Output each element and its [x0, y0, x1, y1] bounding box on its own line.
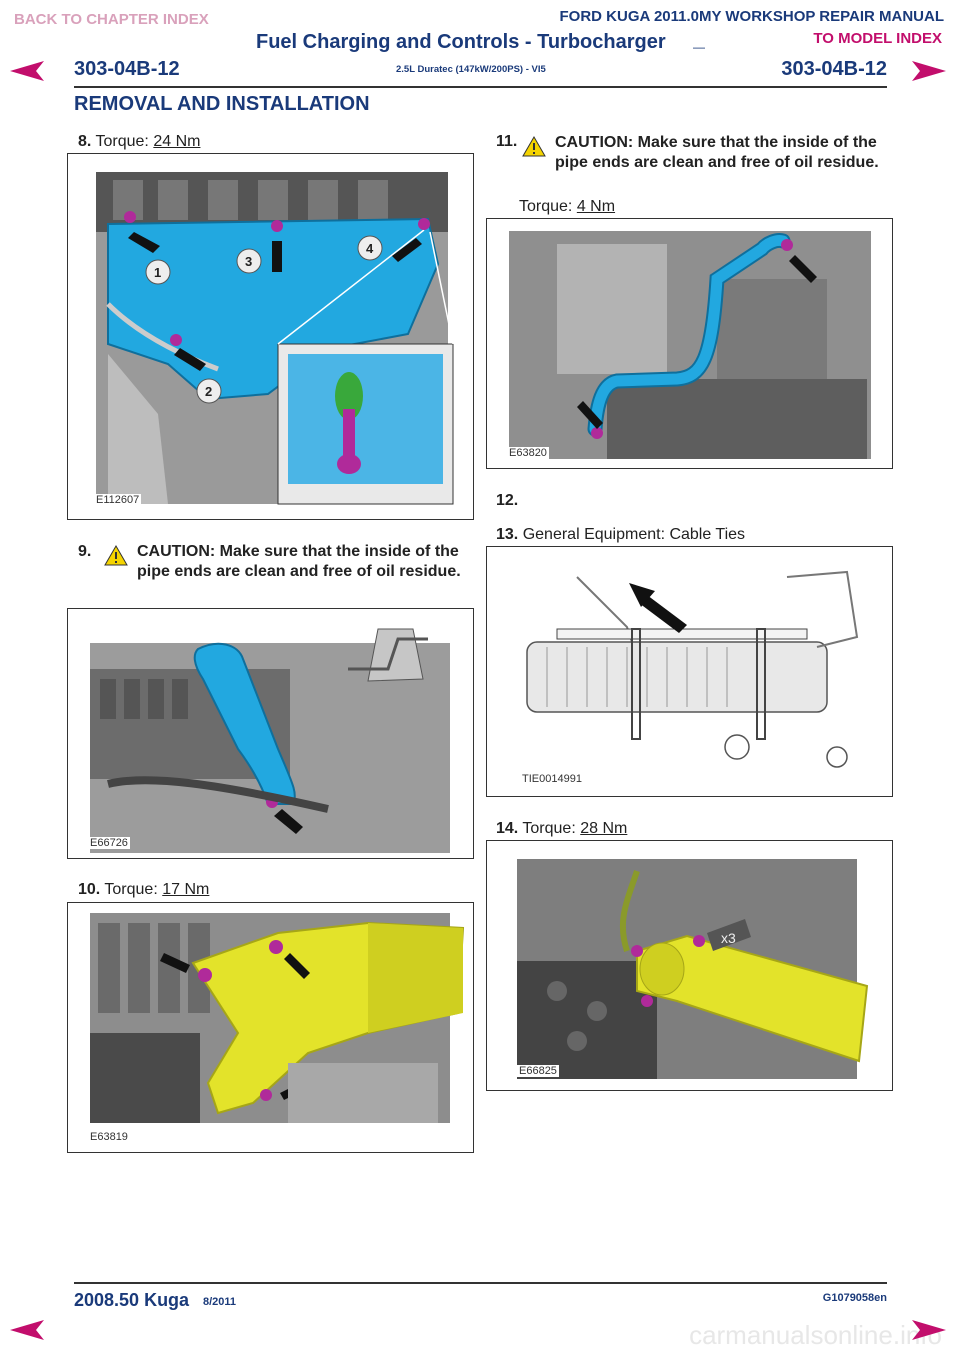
step-13: 13. General Equipment: Cable Ties [496, 526, 746, 543]
intake-pipe-illustration [90, 628, 450, 853]
callout-2: 2 [205, 384, 212, 399]
torque-value-link[interactable]: 24 Nm [153, 133, 201, 150]
torque-value-link[interactable]: 28 Nm [580, 820, 628, 837]
footer-doc-code: G1079058en [822, 1292, 887, 1304]
torque-value-link[interactable]: 17 Nm [162, 881, 210, 898]
procedure-heading: REMOVAL AND INSTALLATION [74, 93, 370, 115]
step-number: 8. [78, 133, 92, 150]
manual-title: FORD KUGA 2011.0MY WORKSHOP REPAIR MANUA… [559, 8, 945, 25]
to-model-index-link[interactable]: TO MODEL INDEX [813, 30, 942, 47]
header-divider [74, 86, 887, 88]
step-11-torque: Torque: 4 Nm [519, 198, 616, 215]
watermark: carmanualsonline.info [689, 1320, 942, 1350]
section-title-dash: — [693, 40, 705, 54]
back-to-chapter-index-link[interactable]: BACK TO CHAPTER INDEX [14, 11, 209, 28]
next-page-arrow-icon[interactable] [908, 59, 948, 83]
callout-3: 3 [245, 254, 252, 269]
step-11-caution: CAUTION: Make sure that the inside of th… [555, 134, 879, 171]
figure-intake-pipe: E66726 [67, 608, 474, 859]
figure-downpipe: x3 E66825 [486, 840, 893, 1091]
caution-warning-icon [104, 545, 128, 566]
step-9-number: 9. [78, 543, 92, 560]
section-title: Fuel Charging and Controls - Turbocharge… [256, 31, 666, 53]
figure-exhaust-manifold-heat-shield: 1 2 3 4 E112607 [67, 153, 474, 520]
figure-oil-feed-pipe: E63820 [486, 218, 893, 469]
callout-4: 4 [366, 241, 374, 256]
previous-page-arrow-icon[interactable] [8, 59, 48, 83]
footer-model: 2008.50 Kuga [74, 1290, 190, 1310]
step-12: 12. [496, 492, 519, 509]
oil-feed-pipe-illustration [509, 231, 871, 459]
step-9-caution: CAUTION: Make sure that the inside of th… [137, 543, 461, 580]
exhaust-heat-shield-illustration: 1 2 3 4 [96, 172, 454, 505]
footer-divider [74, 1282, 887, 1284]
figure-id-label: E66726 [88, 837, 130, 849]
figure-cable-ties: TIE0014991 [486, 546, 893, 797]
next-page-arrow-icon[interactable] [908, 1318, 948, 1342]
callout-1: 1 [154, 265, 161, 280]
figure-id-label: E66825 [517, 1065, 559, 1077]
torque-value-link[interactable]: 4 Nm [576, 198, 616, 215]
downpipe-illustration: x3 [517, 859, 869, 1079]
step-11-number: 11. [496, 133, 518, 150]
figure-id-label: E112607 [94, 494, 142, 506]
step-10: 10. Torque: 17 Nm [78, 881, 210, 898]
turbo-outlet-pipe-illustration [90, 913, 465, 1123]
figure-turbo-outlet-pipe: E63819 [67, 902, 474, 1153]
caution-warning-icon [522, 136, 546, 157]
torque-label: Torque: [95, 133, 149, 150]
page-code-right: 303-04B-12 [781, 58, 887, 80]
multiplier-label: x3 [721, 930, 736, 946]
footer-date: 8/2011 [203, 1296, 237, 1308]
engine-subtitle: 2.5L Duratec (147kW/200PS) - VI5 [396, 64, 546, 75]
figure-id-label: E63819 [88, 1131, 130, 1143]
step-14: 14. Torque: 28 Nm [496, 820, 628, 837]
figure-id-label: E63820 [507, 447, 549, 459]
cable-ties-line-drawing [517, 565, 862, 787]
previous-page-arrow-icon[interactable] [8, 1318, 48, 1342]
step-8: 8. Torque: 24 Nm [78, 133, 200, 151]
page-code-left: 303-04B-12 [74, 58, 180, 80]
figure-id-label: TIE0014991 [520, 773, 584, 785]
